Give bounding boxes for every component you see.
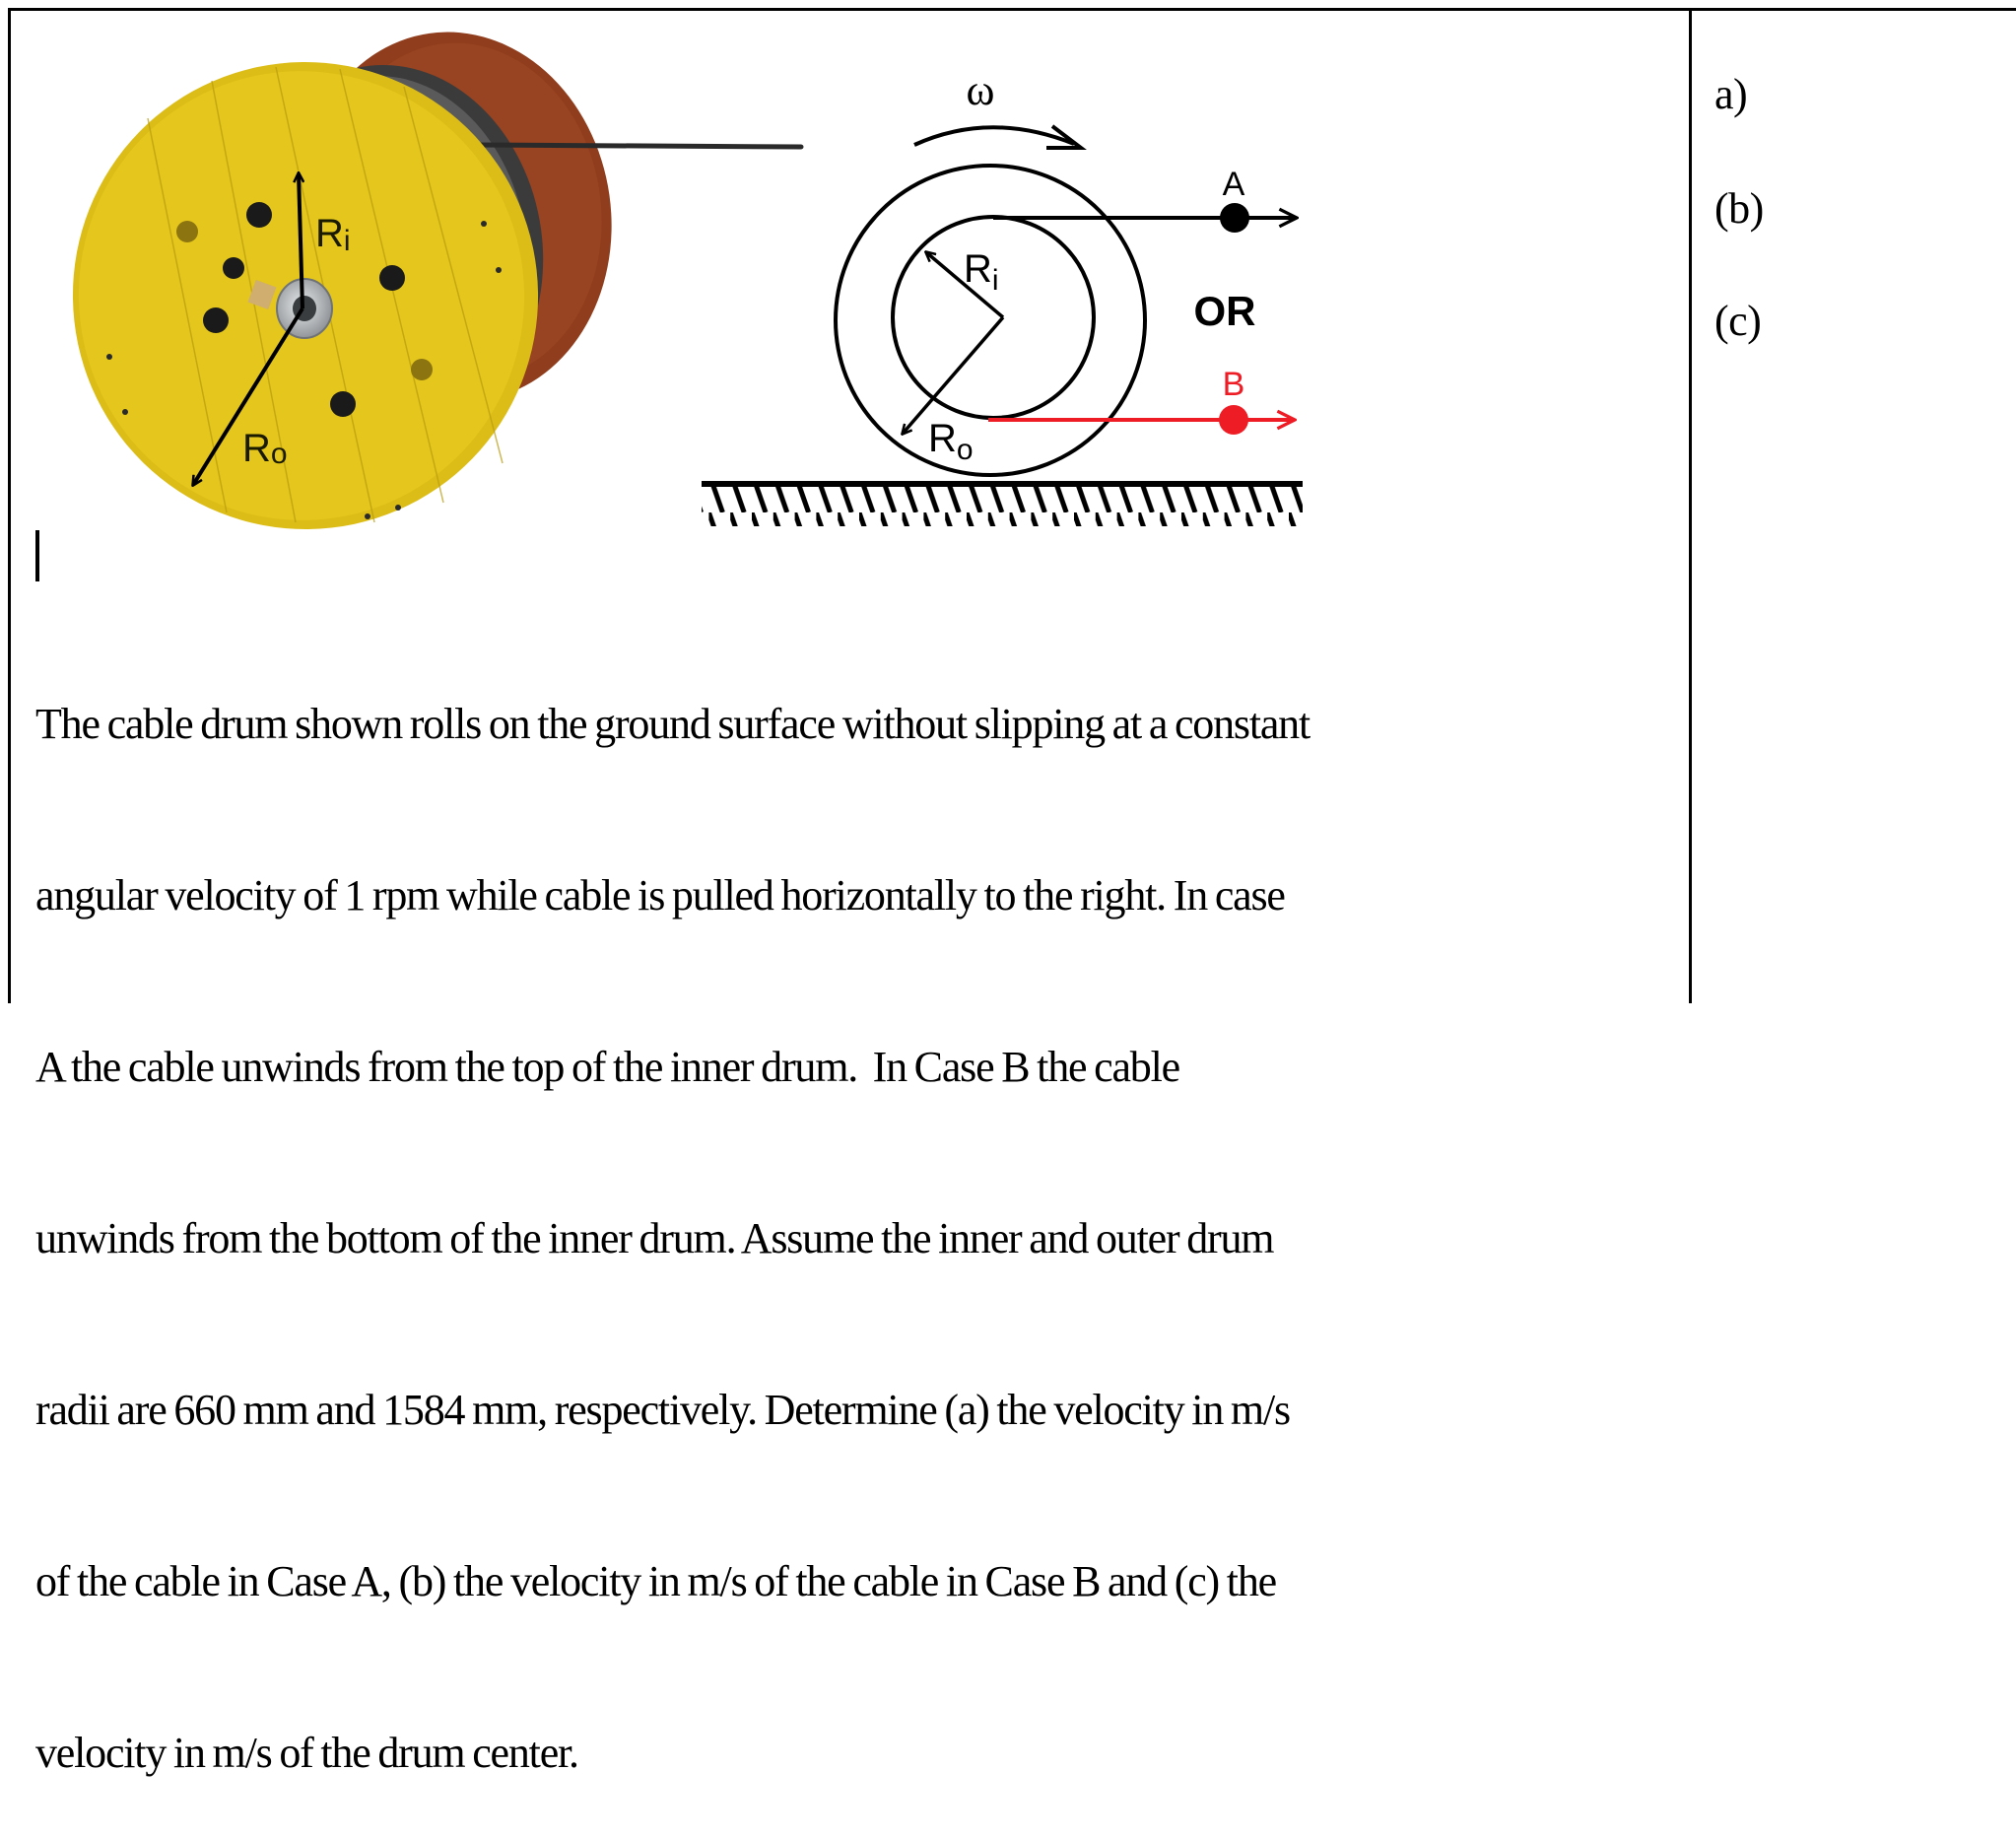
- drum-schematic: ω Ri Ro A OR B: [702, 66, 1303, 526]
- table-left-border: [8, 8, 11, 1003]
- problem-line: angular velocity of 1 rpm while cable is…: [35, 871, 1286, 920]
- problem-statement: The cable drum shown rolls on the ground…: [35, 581, 1681, 1839]
- diagram-outer-radius-label: Ro: [928, 417, 974, 466]
- photo-inner-radius-label: Ri: [315, 212, 351, 257]
- case-b-point: [1219, 405, 1248, 435]
- text-cursor: [35, 530, 39, 581]
- diagram-inner-radius-arrow: [926, 252, 1005, 319]
- answer-a-label: a): [1714, 70, 1748, 118]
- inner-drum-circle: [891, 215, 1096, 420]
- case-a-point: [1220, 203, 1249, 233]
- or-label: OR: [1194, 288, 1256, 334]
- ground-hatching: [702, 487, 1303, 526]
- problem-line: of the cable in Case A, (b) the velocity…: [35, 1557, 1277, 1605]
- answer-c-label: (c): [1714, 297, 1762, 345]
- cable-strand: [468, 142, 804, 150]
- column-divider: [1689, 8, 1692, 1003]
- problem-line: velocity in m/s of the drum center.: [35, 1729, 579, 1777]
- problem-line: A the cable unwinds from the top of the …: [35, 1043, 1180, 1091]
- problem-line: unwinds from the bottom of the inner dru…: [35, 1214, 1274, 1262]
- photo-inner-radius-arrow: [299, 173, 302, 309]
- problem-line: The cable drum shown rolls on the ground…: [35, 700, 1310, 748]
- photo-outer-radius-arrow: [193, 306, 304, 485]
- diagram-inner-radius-label: Ri: [964, 247, 999, 297]
- problem-line: radii are 660 mm and 1584 mm, respective…: [35, 1386, 1291, 1434]
- table-top-border: [8, 8, 2016, 11]
- outer-drum-circle: [834, 164, 1147, 477]
- diagram-outer-radius-arrow: [903, 315, 1005, 434]
- answer-b-label: (b): [1714, 184, 1764, 233]
- omega-label: ω: [967, 66, 995, 114]
- case-a-label: A: [1223, 166, 1245, 203]
- photo-outer-radius-label: Ro: [242, 427, 288, 470]
- cable-drum-photo: Ri Ro: [72, 32, 804, 529]
- rotation-arrow: [913, 125, 1075, 147]
- problem-figure: Ri Ro ω Ri Ro A OR: [0, 0, 1379, 552]
- case-b-label: B: [1223, 366, 1245, 403]
